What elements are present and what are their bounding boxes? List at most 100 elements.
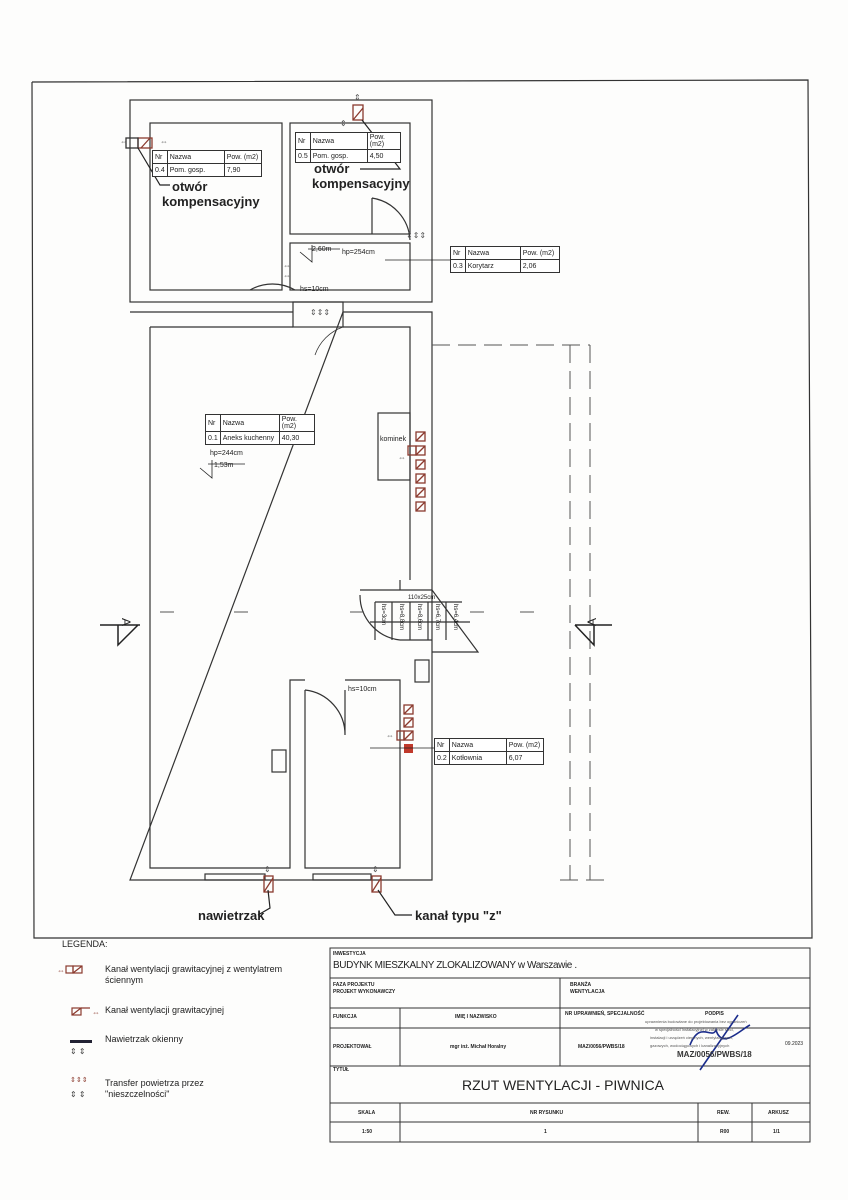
corridor-threshold: hs=10cm (300, 286, 329, 293)
tb-arkusz: 1/1 (773, 1129, 780, 1135)
kitchen-level: 1,53m (214, 462, 234, 469)
signature (689, 1014, 751, 1071)
legend-item-fan-duct: Kanał wentylacji grawitacyjnej z wentyla… (105, 964, 283, 985)
svg-text:⇔: ⇔ (160, 137, 168, 146)
tb-branza-label: BRANŻA (570, 982, 592, 988)
stair-step-5: hs=6,4cm (452, 604, 458, 631)
tb-rew: R00 (720, 1129, 730, 1135)
svg-text:⇔: ⇔ (398, 453, 406, 462)
title-block-grid (329, 947, 811, 1143)
room-nr: 0.4 (152, 163, 168, 177)
duct-column-chimney (407, 431, 426, 512)
tb-skala-label: SKALA (358, 1110, 376, 1116)
room-area: 6,07 (505, 751, 544, 765)
corridor-wall (289, 242, 411, 291)
stairs-width: 110x25cm (408, 595, 436, 601)
svg-text:⇕: ⇕ (340, 119, 347, 128)
tb-faza-label: FAZA PROJEKTU (333, 982, 375, 988)
legend-item-gravity-duct: Kanał wentylacji grawitacyjnej (105, 1005, 225, 1015)
header-area: Pow. (m2) (278, 414, 315, 432)
room-nr: 0.5 (295, 149, 311, 163)
callout-nawietrzak: nawietrzak (198, 908, 265, 923)
header-area: Pow. (m2) (366, 132, 401, 150)
corridor-height: hp=254cm (342, 249, 375, 256)
tb-faza: PROJEKT WYKONAWCZY (333, 989, 396, 995)
transfer-arrows: ⇕⇕⇕⇕⇕⇕ ⇔⇔ ⇔⇔ ⇕⇕ ⇕⇕ ⇔⇔ (120, 93, 426, 874)
legend-symbols (65, 965, 90, 1016)
header-name: Nazwa (309, 132, 368, 150)
header-area: Pow. (m2) (505, 738, 544, 752)
room-name: Pom. gosp. (166, 163, 225, 177)
corridor-door (249, 283, 296, 291)
svg-text:⇕: ⇕ (264, 865, 271, 874)
ventilation-ducts (125, 104, 426, 893)
room-name: Kotłownia (448, 751, 507, 765)
room-nr: 0.1 (205, 431, 221, 445)
svg-text:⇕⇕⇕: ⇕⇕⇕ (310, 308, 330, 317)
stair-step-1: hs=3cm (380, 604, 386, 626)
stair-step-4: hs=6,7cm (434, 604, 440, 631)
tb-stamp-line-1: uprawnienia budowlane do projektowania b… (645, 1019, 747, 1024)
room-area: 40,30 (278, 431, 315, 445)
tb-skala: 1:50 (362, 1129, 373, 1135)
section-label-left: A (119, 617, 134, 627)
tb-stamp-line-2: w specjalności instalacyjnej w zakresie … (655, 1027, 734, 1032)
header-nr: Nr (295, 132, 311, 150)
header-area: Pow. (m2) (223, 150, 262, 164)
room-area: 4,50 (366, 149, 401, 163)
svg-text:⇔: ⇔ (283, 271, 291, 280)
legend-window-vent (70, 1040, 92, 1043)
header-name: Nazwa (219, 414, 280, 432)
window (312, 873, 372, 881)
legend-item-transfer: Transfer powietrza przez "nieszczelności… (105, 1078, 204, 1100)
tb-uprawnienia: MAZ/0056/PWBS/18 (578, 1044, 625, 1050)
stair-ramp (431, 589, 480, 653)
tb-imie-label: IMIĘ I NAZWISKO (455, 1014, 497, 1020)
duct-column-boiler (396, 704, 414, 741)
main-outer-wall (129, 311, 433, 881)
tb-arkusz-label: ARKUSZ (768, 1110, 789, 1116)
room-area: 2,06 (519, 259, 560, 273)
svg-text:⇕: ⇕ (354, 93, 361, 102)
header-nr: Nr (205, 414, 221, 432)
tb-podpis-label: PODPIS (705, 1011, 724, 1017)
tb-branza: WENTYLACJA (570, 989, 605, 995)
stair-step-3: hs=8,6cm (416, 604, 422, 631)
tb-stamp-number: MAZ/0056/PWBS/18 (677, 1050, 752, 1059)
callout-otwor-left: otwór (172, 179, 208, 194)
room-name: Korytarz (464, 259, 521, 273)
section-label-right: A (585, 617, 600, 627)
room-nr: 0.2 (434, 751, 450, 765)
svg-text:⇕⇕⇕: ⇕⇕⇕ (406, 231, 426, 240)
section-marks (100, 624, 612, 647)
callout-kompensacyjny-right: kompensacyjny (312, 176, 410, 191)
header-nr: Nr (434, 738, 450, 752)
kitchen-height: hp=244cm (210, 450, 243, 457)
header-nr: Nr (450, 246, 466, 260)
boiler-duct-filled (404, 744, 413, 753)
room-0-4-wall (149, 122, 283, 291)
tb-nr-rys-label: NR RYSUNKU (530, 1110, 564, 1116)
svg-text:⇔: ⇔ (386, 731, 394, 740)
window (204, 873, 266, 881)
sheet-border (31, 79, 813, 939)
room-nr: 0.3 (450, 259, 466, 273)
tb-rew-label: REW. (717, 1110, 730, 1116)
legend-title: LEGENDA: (62, 939, 108, 949)
callout-kompensacyjny-left: kompensacyjny (162, 194, 260, 209)
tb-funkcja: PROJEKTOWAŁ (333, 1044, 372, 1050)
fireplace (377, 412, 411, 481)
callout-kanal: kanał typu "z" (415, 908, 502, 923)
tb-inwestycja-label: INWESTYCJA (333, 951, 366, 957)
corridor-level: 2,60m (312, 246, 332, 253)
tb-tytul-label: TYTUŁ (333, 1067, 350, 1073)
tb-nr-rys: 1 (544, 1129, 547, 1135)
passage (292, 301, 344, 328)
svg-text:⇔: ⇔ (57, 966, 65, 975)
stair-door-swing (359, 594, 401, 641)
tb-stamp-line-4: gazowych, wodociągowych i kanalizacyjnyc… (650, 1043, 730, 1048)
